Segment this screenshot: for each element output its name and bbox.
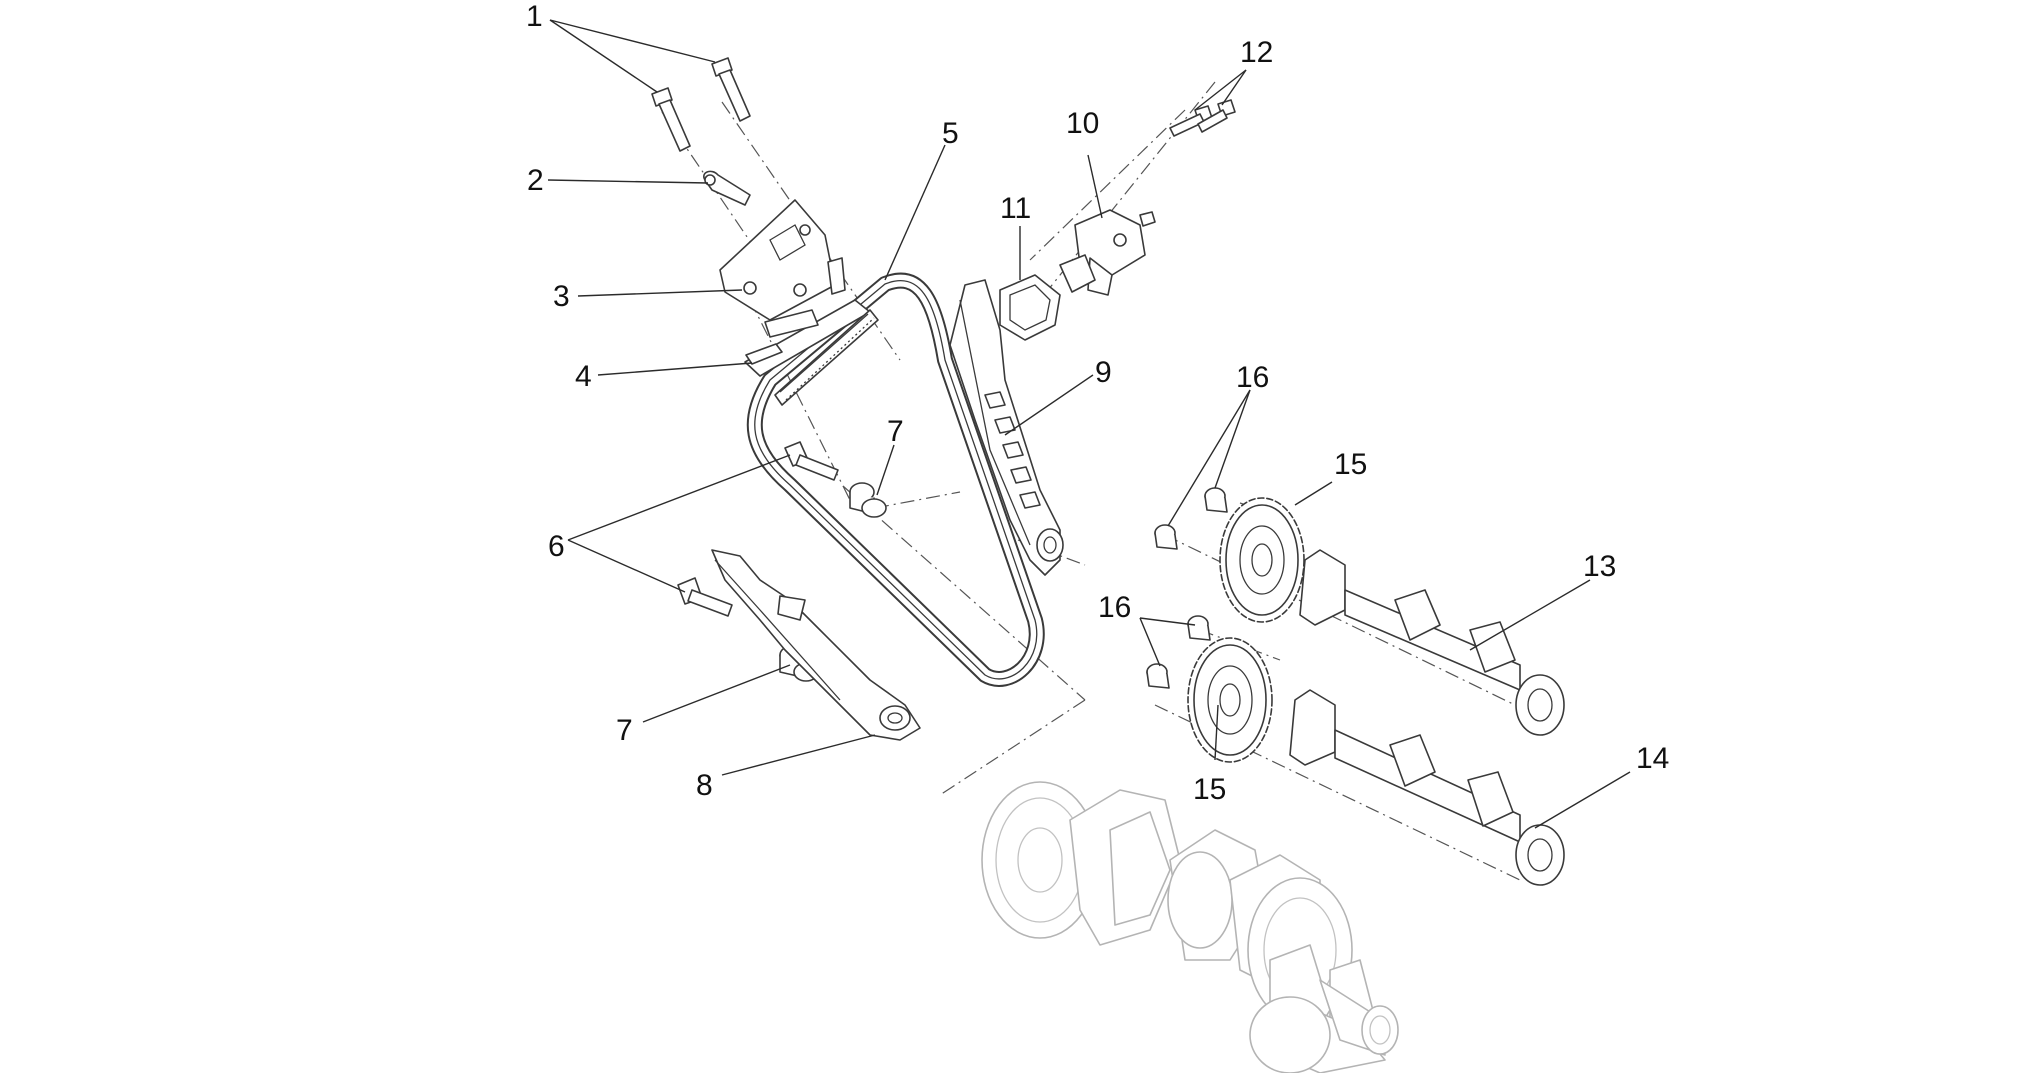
spacer-upper: [849, 482, 887, 518]
camshaft-sprocket-upper: [1219, 497, 1305, 623]
callout-13: 13: [1583, 550, 1616, 583]
callout-7-upper: 7: [887, 415, 904, 448]
cam-chain: [746, 272, 1045, 687]
pivot-bolt-lower: [677, 577, 733, 617]
callout-12: 12: [1240, 36, 1273, 69]
sprocket-bolts-16: [1146, 487, 1228, 689]
tensioner-gasket: [999, 274, 1061, 341]
camshaft-sprocket-lower: [1187, 637, 1273, 763]
callout-10: 10: [1066, 107, 1099, 140]
guide-bracket: [719, 199, 846, 338]
callout-4: 4: [575, 360, 592, 393]
callout-15-upper: 15: [1334, 448, 1367, 481]
callout-11: 11: [1000, 192, 1031, 225]
callout-5: 5: [942, 117, 959, 150]
callout-16-lower: 16: [1098, 591, 1131, 624]
crankshaft-ghost: [981, 781, 1399, 1073]
tensioner-blade: [949, 279, 1064, 576]
retainer-clip: [703, 170, 751, 206]
bolts-12: [1169, 99, 1236, 137]
fixed-chain-guide: [711, 549, 921, 741]
upper-chain-guide: [744, 299, 879, 406]
callout-labels: 1 2 3 4 5 6 7 7 8 9 10 11 12 13 14 15 15…: [526, 0, 1669, 806]
assembly-axes: [661, 81, 1521, 881]
callout-7-lower: 7: [616, 714, 633, 747]
callout-14: 14: [1636, 742, 1669, 775]
pivot-bolt-upper: [784, 441, 839, 481]
callout-1: 1: [526, 0, 543, 33]
callout-6: 6: [548, 530, 565, 563]
callout-9: 9: [1095, 356, 1112, 389]
bolts-1: [651, 57, 751, 152]
callout-16-upper: 16: [1236, 361, 1269, 394]
leader-lines: [547, 19, 1631, 829]
callout-8: 8: [696, 769, 713, 802]
callout-3: 3: [553, 280, 570, 313]
blade-slots: [984, 391, 1041, 509]
callout-2: 2: [527, 164, 544, 197]
chain-tensioner: [1059, 209, 1156, 296]
camshaft-upper: [1299, 549, 1565, 736]
callout-15-lower: 15: [1193, 773, 1226, 806]
